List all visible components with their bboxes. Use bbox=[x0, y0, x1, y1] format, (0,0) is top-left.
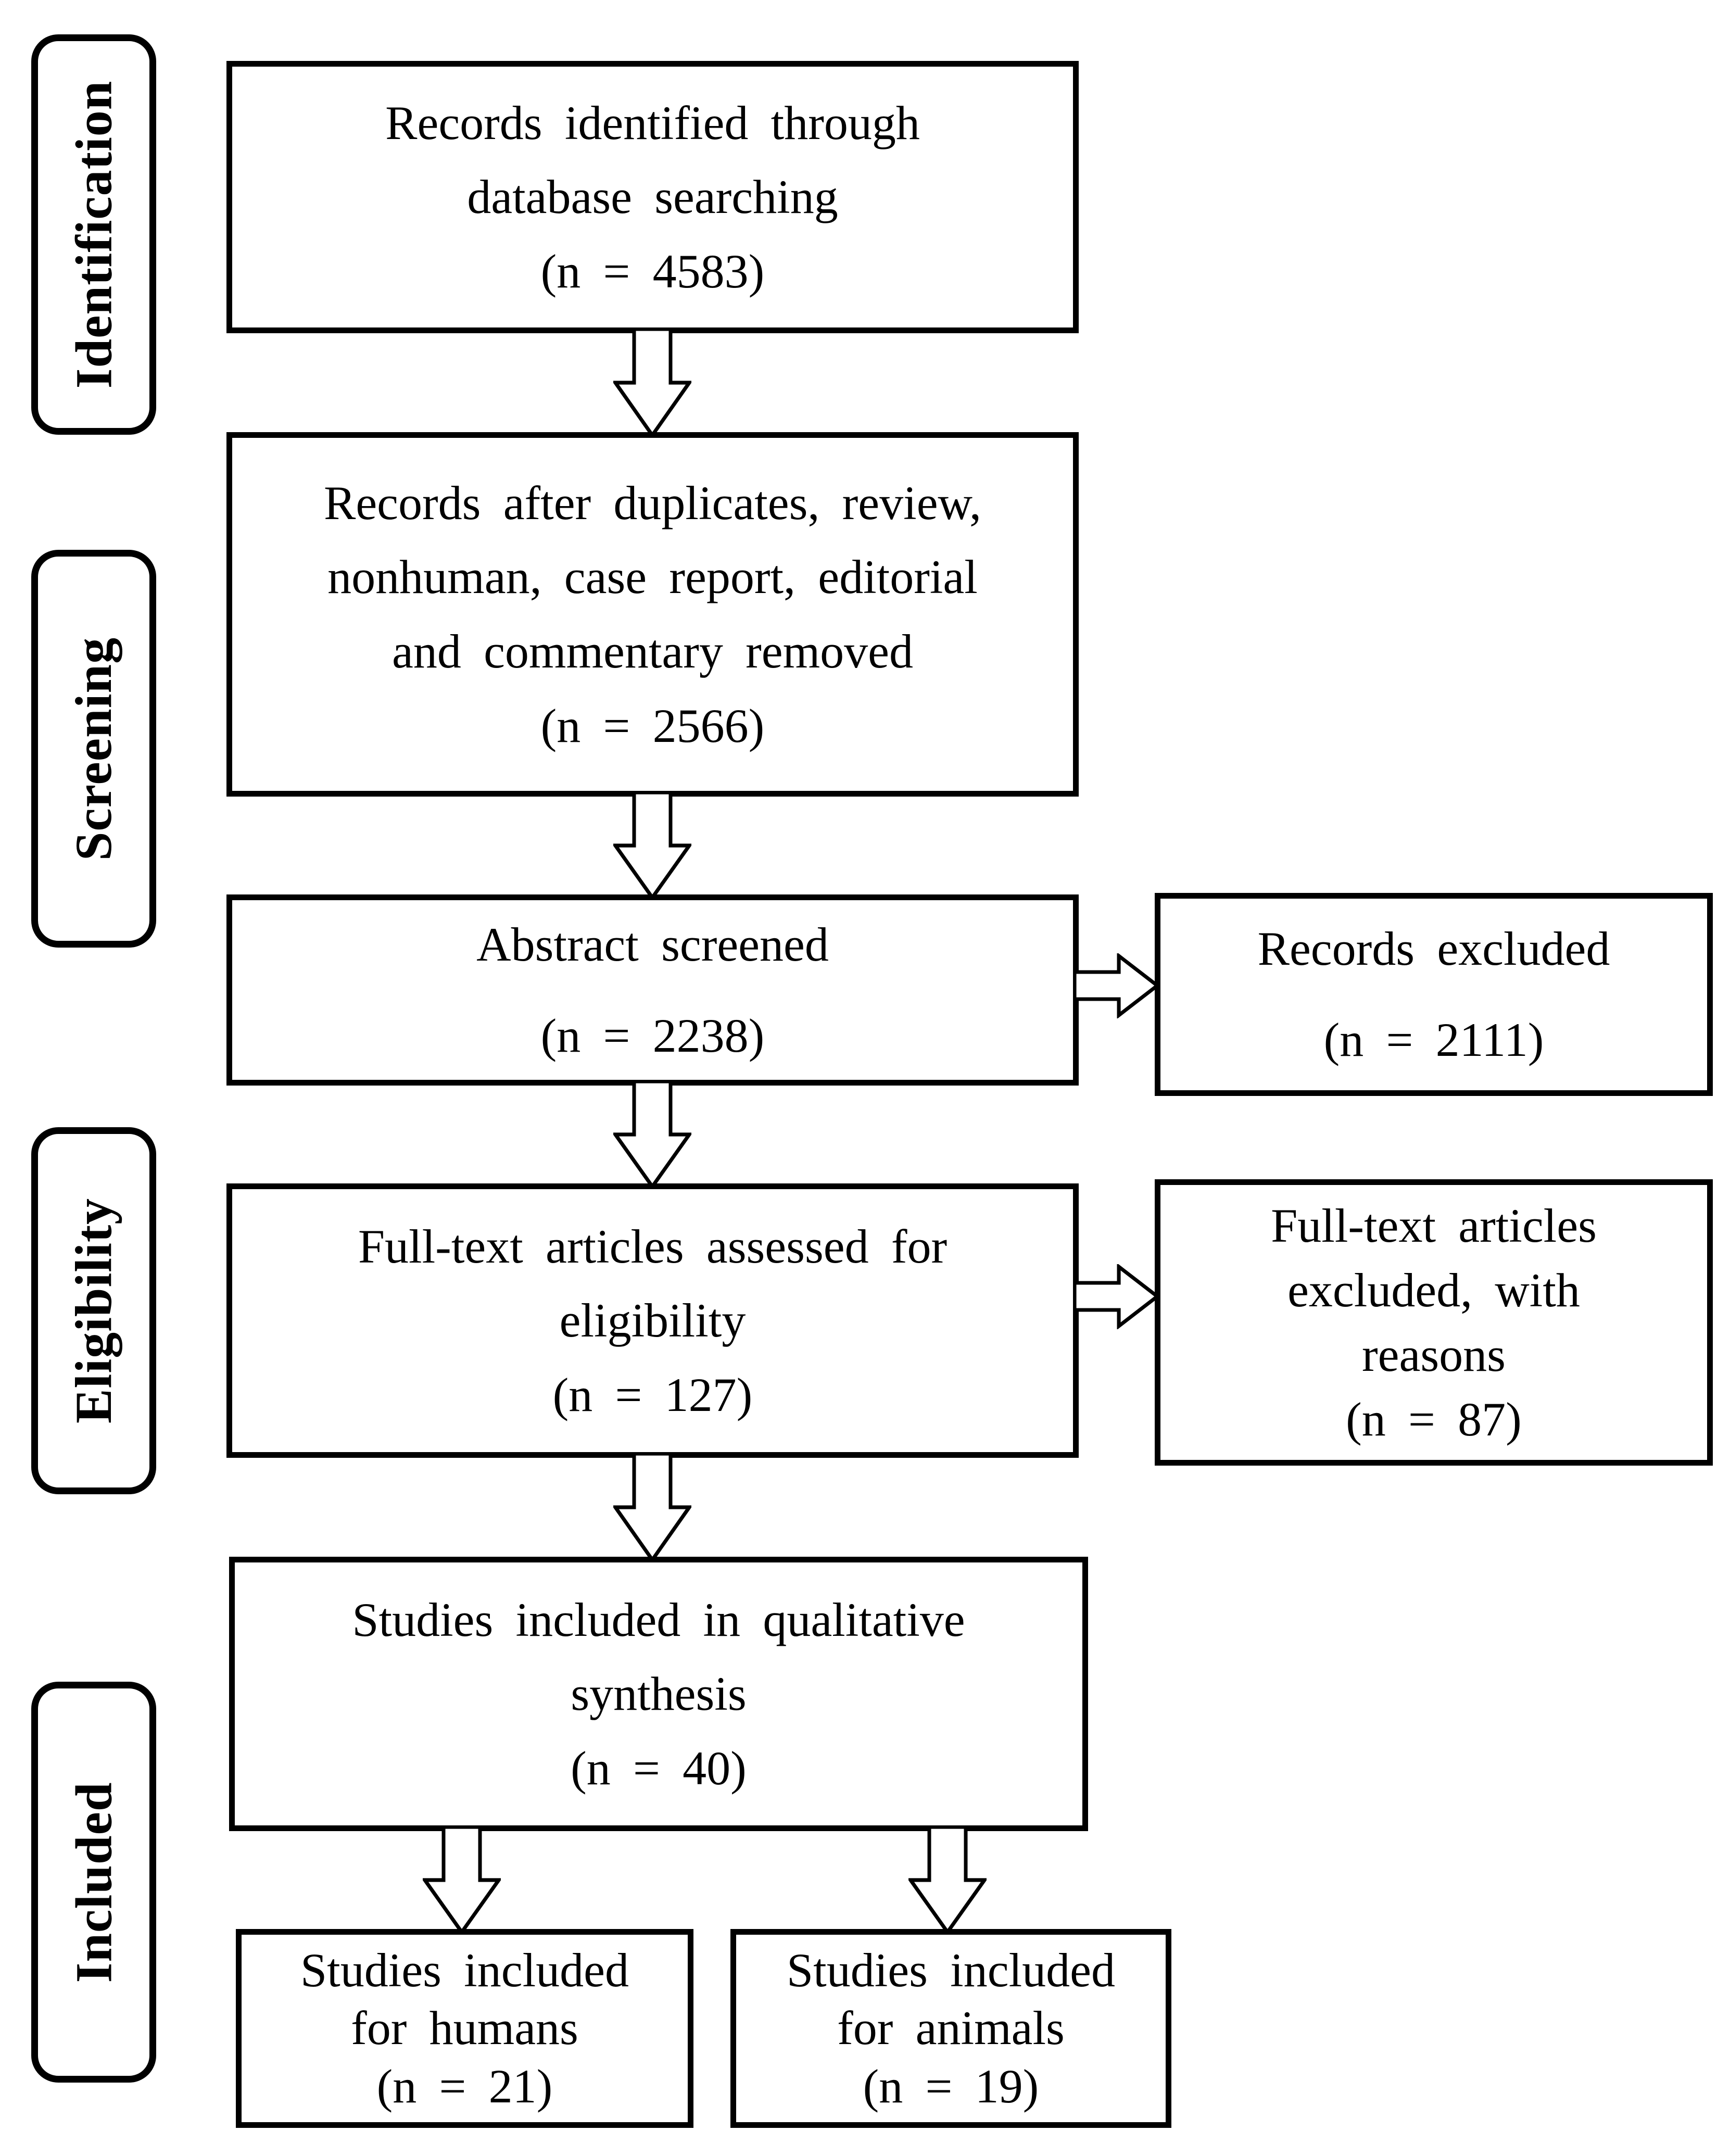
box-fulltext-excluded-count: (n = 87) bbox=[1346, 1393, 1522, 1446]
arrow-right-abstract-screened-to-records-excluded-icon bbox=[1075, 953, 1159, 1018]
box-fulltext-excluded-line-1: Full-text articles bbox=[1271, 1199, 1597, 1252]
stage-label-eligibility-text: Eligibility bbox=[65, 1197, 123, 1424]
stage-label-identification-text: Identification bbox=[65, 80, 123, 389]
box-included-animals-line-1: Studies included bbox=[787, 1943, 1115, 1997]
box-included-animals: Studies included for animals (n = 19) bbox=[730, 1929, 1171, 2128]
box-included-animals-count: (n = 19) bbox=[863, 2059, 1039, 2113]
box-records-after-removal: Records after duplicates, review, nonhum… bbox=[226, 432, 1079, 797]
box-records-identified-line-2: database searching bbox=[467, 170, 838, 224]
box-records-after-removal-line-3: and commentary removed bbox=[392, 625, 913, 678]
stage-label-screening-text: Screening bbox=[65, 637, 123, 861]
box-fulltext-excluded-line-2: excluded, with bbox=[1287, 1263, 1580, 1317]
arrow-down-fulltext-assessed-to-qualitative-synthesis-icon bbox=[613, 1454, 691, 1561]
box-abstract-screened: Abstract screened (n = 2238) bbox=[226, 894, 1079, 1086]
stage-label-identification: Identification bbox=[31, 34, 156, 435]
box-records-excluded: Records excluded (n = 2111) bbox=[1155, 893, 1713, 1096]
box-fulltext-excluded: Full-text articles excluded, with reason… bbox=[1155, 1179, 1713, 1466]
box-records-after-removal-line-1: Records after duplicates, review, bbox=[323, 476, 981, 529]
box-fulltext-assessed-count: (n = 127) bbox=[552, 1368, 753, 1421]
stage-label-screening: Screening bbox=[31, 550, 156, 948]
stage-label-included-text: Included bbox=[65, 1782, 123, 1983]
box-abstract-screened-count: (n = 2238) bbox=[540, 1008, 765, 1062]
arrow-down-abstract-screened-to-fulltext-assessed-icon bbox=[613, 1081, 691, 1188]
box-records-identified-count: (n = 4583) bbox=[540, 244, 765, 298]
arrow-down-qualitative-synthesis-to-humans-icon bbox=[423, 1827, 501, 1933]
box-qualitative-synthesis-count: (n = 40) bbox=[571, 1741, 747, 1795]
box-qualitative-synthesis-line-2: synthesis bbox=[571, 1667, 747, 1721]
arrow-down-after-removal-to-abstract-screened-icon bbox=[613, 792, 691, 899]
box-fulltext-excluded-line-3: reasons bbox=[1362, 1328, 1506, 1381]
box-records-after-removal-line-2: nonhuman, case report, editorial bbox=[327, 550, 978, 604]
box-abstract-screened-line-1: Abstract screened bbox=[476, 917, 829, 971]
box-qualitative-synthesis-line-1: Studies included in qualitative bbox=[352, 1593, 965, 1646]
box-records-identified: Records identified through database sear… bbox=[226, 61, 1079, 333]
box-included-humans: Studies included for humans (n = 21) bbox=[236, 1929, 693, 2128]
box-records-excluded-count: (n = 2111) bbox=[1323, 1013, 1544, 1066]
arrow-down-identified-to-after-removal-icon bbox=[613, 329, 691, 436]
box-included-animals-line-2: for animals bbox=[837, 2001, 1065, 2055]
stage-label-included: Included bbox=[31, 1682, 156, 2083]
box-qualitative-synthesis: Studies included in qualitative synthesi… bbox=[229, 1557, 1088, 1831]
box-included-humans-line-2: for humans bbox=[351, 2001, 578, 2055]
box-records-excluded-line-1: Records excluded bbox=[1257, 922, 1610, 976]
box-fulltext-assessed-line-1: Full-text articles assessed for bbox=[358, 1219, 948, 1273]
box-records-identified-line-1: Records identified through bbox=[385, 96, 920, 149]
stage-label-eligibility: Eligibility bbox=[31, 1127, 156, 1494]
box-records-after-removal-count: (n = 2566) bbox=[540, 699, 765, 752]
box-fulltext-assessed-line-2: eligibility bbox=[559, 1294, 746, 1347]
box-included-humans-count: (n = 21) bbox=[376, 2059, 553, 2113]
arrow-down-qualitative-synthesis-to-animals-icon bbox=[908, 1827, 987, 1933]
arrow-right-fulltext-assessed-to-fulltext-excluded-icon bbox=[1075, 1264, 1159, 1329]
box-included-humans-line-1: Studies included bbox=[300, 1943, 629, 1997]
box-fulltext-assessed: Full-text articles assessed for eligibil… bbox=[226, 1183, 1079, 1458]
